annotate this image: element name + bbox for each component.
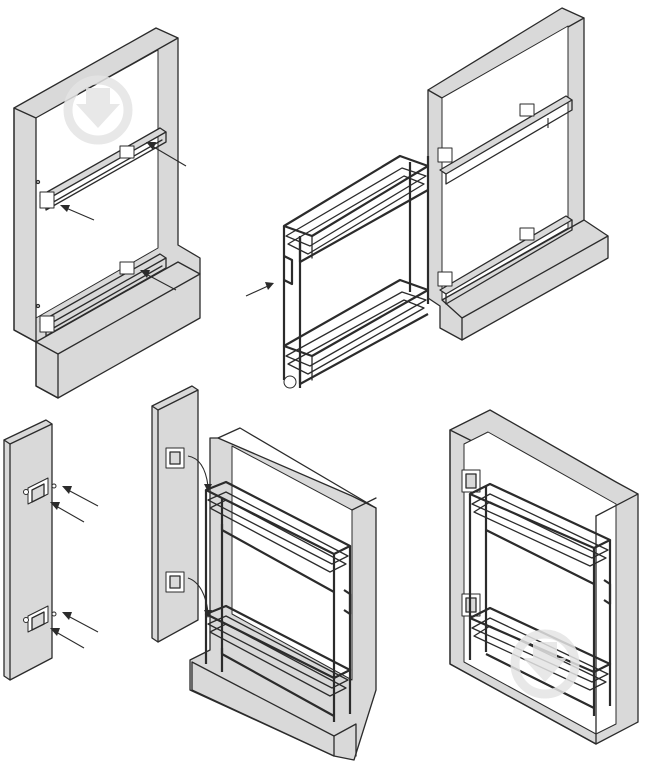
slide-arrow — [245, 282, 274, 297]
bracket-upper — [23, 477, 57, 505]
step-assembled — [449, 409, 639, 745]
download-logo-icon — [510, 629, 580, 699]
basket — [282, 154, 430, 389]
step-front-panel-attach — [151, 385, 377, 761]
download-logo-icon — [63, 75, 133, 145]
basket-installed — [204, 480, 352, 722]
upper-rail — [39, 127, 167, 211]
lower-rail — [39, 253, 167, 337]
step-basket-slide-in — [245, 7, 609, 389]
bracket-lower — [23, 605, 57, 633]
step-front-panel-brackets — [3, 419, 99, 681]
insert-arrow — [60, 142, 187, 291]
